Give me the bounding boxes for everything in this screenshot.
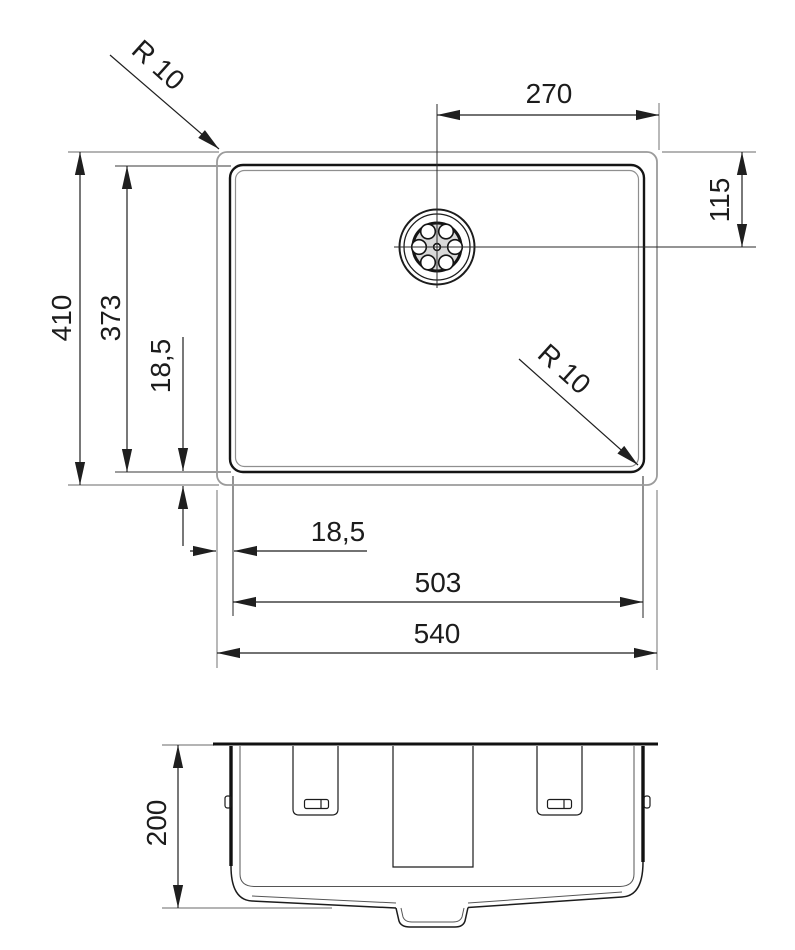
bottom-outer-right bbox=[467, 861, 644, 909]
dim-18-5-v-label: 18,5 bbox=[145, 339, 176, 394]
radius-bottom-right-label: R 10 bbox=[532, 338, 597, 401]
side-clip-left bbox=[224, 795, 232, 809]
side-clip-right bbox=[643, 795, 651, 809]
mount-bracket-left bbox=[292, 746, 339, 816]
mount-bracket-right bbox=[536, 746, 583, 816]
bottom-inner-right bbox=[467, 891, 623, 904]
dim-540-label: 540 bbox=[414, 618, 461, 649]
bracket-slot-right bbox=[546, 798, 573, 810]
leader-radius-bottom-right bbox=[518, 358, 639, 466]
drain-bump-outline bbox=[395, 907, 469, 928]
side-view: 200 bbox=[141, 742, 658, 928]
bracket-slot-left bbox=[303, 798, 330, 810]
drain-hole bbox=[419, 223, 437, 240]
radius-top-left-label: R 10 bbox=[126, 34, 191, 97]
drain-housing bbox=[392, 746, 474, 868]
dim-373-label: 373 bbox=[95, 295, 126, 342]
bottom-outer-left bbox=[230, 865, 397, 909]
drain-bump-inner bbox=[400, 907, 465, 923]
dim-18-5-h-label: 18,5 bbox=[311, 516, 366, 547]
bowl-floor-line bbox=[239, 873, 635, 887]
dim-200-label: 200 bbox=[141, 800, 172, 847]
drain-hole bbox=[437, 223, 455, 240]
drain-hole bbox=[419, 254, 437, 271]
leader-radius-top-left bbox=[109, 54, 220, 150]
drain-hole bbox=[437, 254, 455, 271]
top-view: 270 115 410 373 18,5 18,5 503 540 R 10 R… bbox=[46, 34, 756, 670]
dim-270-label: 270 bbox=[526, 78, 573, 109]
dim-410-label: 410 bbox=[46, 295, 77, 342]
bottom-inner-left bbox=[251, 895, 397, 904]
dim-115-label: 115 bbox=[704, 178, 735, 223]
dim-503-label: 503 bbox=[415, 567, 462, 598]
